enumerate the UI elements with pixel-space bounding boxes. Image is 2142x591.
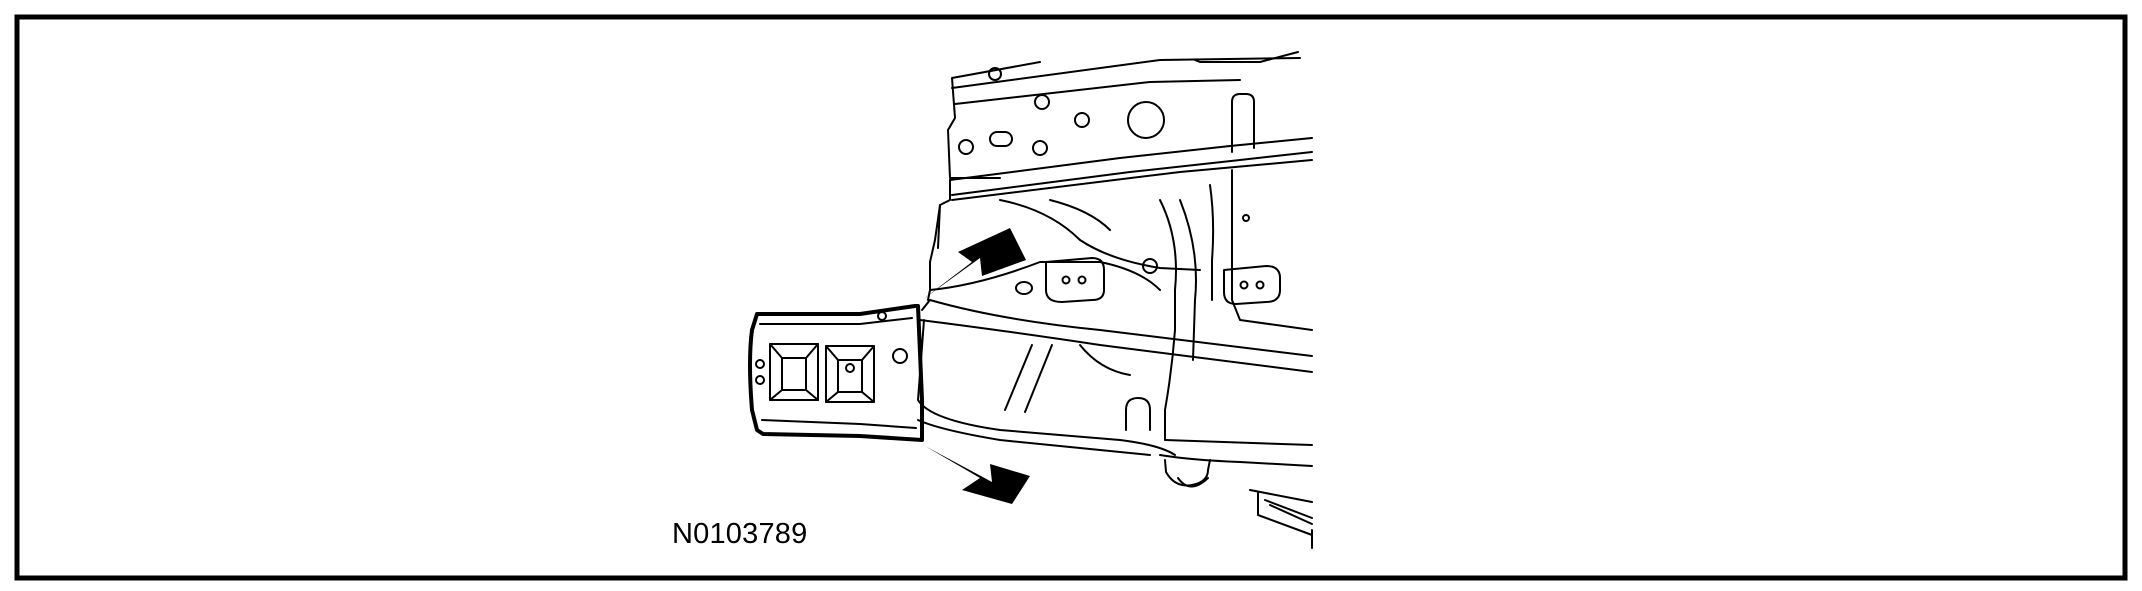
- figure-border: [14, 14, 2128, 581]
- vehicle-body-structure: [917, 51, 1313, 549]
- frame-rail-section: [748, 304, 924, 442]
- upper-arrow-icon: [922, 228, 1026, 300]
- lower-arrow-icon: [925, 446, 1030, 504]
- figure-id-label: N0103789: [672, 518, 808, 550]
